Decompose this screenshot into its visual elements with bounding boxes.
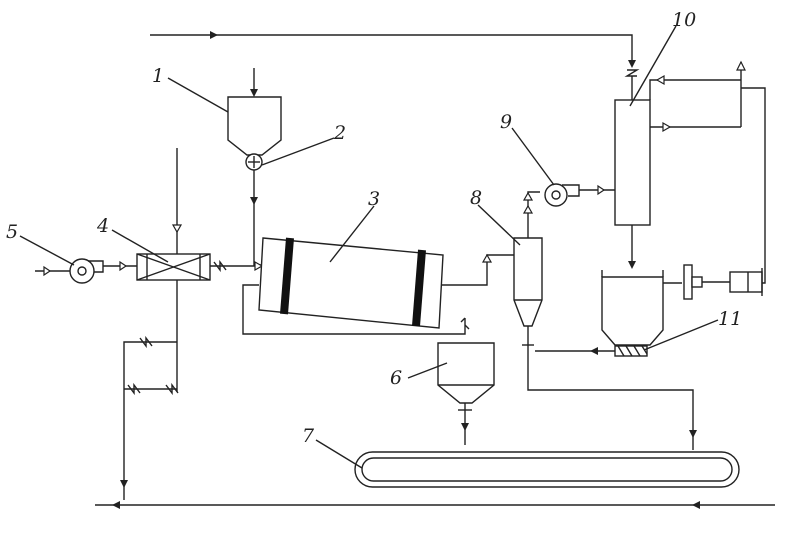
rotary-valve-2 bbox=[245, 153, 263, 266]
label-1: 1 bbox=[152, 65, 164, 87]
label-2: 2 bbox=[333, 122, 346, 144]
air-heater-4 bbox=[136, 148, 264, 392]
label-3: 3 bbox=[368, 188, 380, 210]
settling-tank bbox=[601, 264, 763, 346]
label-7: 7 bbox=[302, 425, 315, 447]
bottom-return-line bbox=[95, 501, 775, 509]
label-5: 5 bbox=[6, 221, 18, 243]
label-8: 8 bbox=[470, 187, 482, 209]
feed-hopper-1 bbox=[227, 68, 282, 156]
cyclone-discharge-line bbox=[527, 345, 697, 450]
label-11: 11 bbox=[718, 308, 742, 330]
steam-return-lines bbox=[120, 335, 179, 500]
leader-lines bbox=[19, 25, 719, 469]
label-4: 4 bbox=[96, 215, 109, 237]
belt-conveyor-7 bbox=[354, 451, 740, 488]
top-feed-line bbox=[150, 31, 640, 100]
label-9: 9 bbox=[500, 111, 512, 133]
label-10: 10 bbox=[672, 9, 696, 31]
scrubber-column-10 bbox=[614, 60, 766, 284]
sludge-pump-11 bbox=[535, 345, 648, 357]
air-blower-5 bbox=[35, 258, 137, 284]
exhaust-fan-9 bbox=[522, 183, 615, 207]
collection-hopper-6 bbox=[437, 317, 495, 445]
label-6: 6 bbox=[390, 367, 402, 389]
rotary-dryer-3 bbox=[242, 237, 466, 335]
cyclone-8 bbox=[441, 204, 543, 346]
